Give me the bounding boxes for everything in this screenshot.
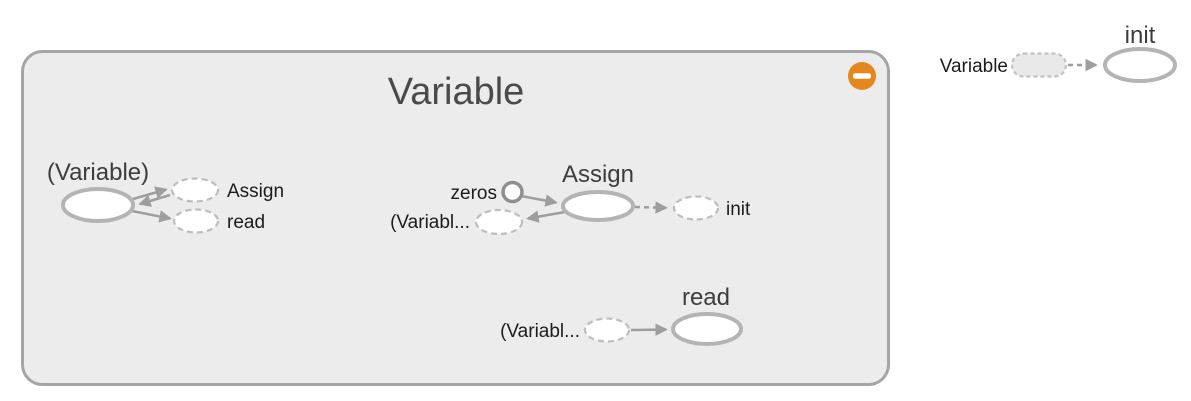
read-op-node[interactable] [671, 312, 743, 346]
variable-namespace-box[interactable] [21, 50, 890, 386]
zeros-const-node[interactable] [501, 180, 524, 204]
edge-zeros-to-assign [520, 194, 558, 207]
read-op-cluster: read (Variabl... [500, 284, 743, 346]
variable-ref-label: Variable [940, 56, 1008, 77]
init-op-node[interactable] [1103, 47, 1177, 83]
read-op-label: read [682, 284, 730, 311]
init-shadow-label: init [726, 199, 751, 220]
init-shadow-node[interactable] [672, 195, 720, 221]
variable-shadow-mid-node[interactable] [474, 208, 524, 236]
variable-op-node[interactable] [61, 187, 135, 223]
assign-shadow-node[interactable] [170, 177, 220, 203]
assign-op-label: Assign [562, 161, 634, 188]
zeros-label: zeros [451, 183, 497, 204]
init-external-cluster: init Variable [940, 22, 1177, 83]
variable-op-label: (Variable) [47, 159, 149, 186]
variable-shadow-bottom-label: (Variabl... [500, 321, 580, 342]
edge-assign-to-variable-shadow [526, 210, 566, 223]
variable-shadow-bottom-node[interactable] [583, 317, 631, 343]
init-op-label: init [1125, 22, 1156, 49]
minus-icon [853, 73, 871, 79]
read-shadow-label: read [227, 212, 265, 233]
variable-ref-node[interactable] [1010, 52, 1068, 78]
namespace-title: Variable [388, 71, 525, 113]
read-shadow-node[interactable] [172, 208, 220, 234]
edge-variable-shadow-to-read [630, 323, 668, 336]
variable-shadow-mid-label: (Variabl... [390, 212, 470, 233]
edge-variable-to-read-shadow [131, 209, 172, 223]
variable-op-cluster: (Variable) Assign read [47, 159, 284, 234]
assign-shadow-label: Assign [227, 181, 284, 202]
assign-op-cluster: Assign zeros (Variabl... init [390, 161, 751, 236]
collapse-button[interactable] [848, 62, 876, 90]
assign-op-node[interactable] [561, 190, 635, 222]
edge-assign-shadow-to-variable [138, 193, 171, 207]
